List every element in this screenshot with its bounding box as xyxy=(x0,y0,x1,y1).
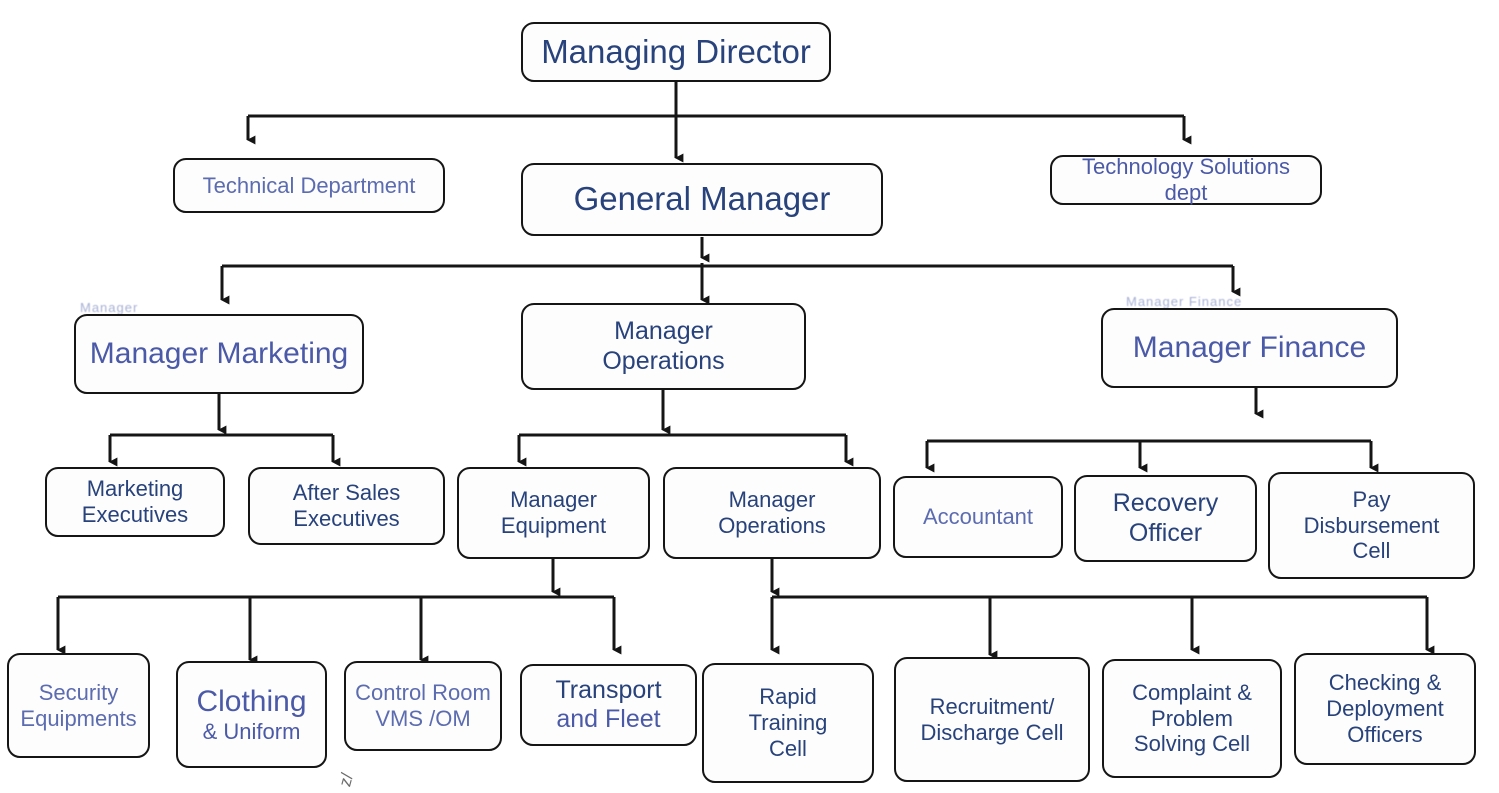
page-corner-mark: z/ xyxy=(335,771,358,789)
node-manager-marketing[interactable]: Manager Marketing xyxy=(74,314,364,394)
node-label-group: Transport and Fleet xyxy=(528,676,689,735)
node-label-line3: Solving Cell xyxy=(1133,731,1251,757)
node-label-line3: Cell xyxy=(1352,538,1391,564)
node-complaint-problem-solving-cell[interactable]: Complaint & Problem Solving Cell xyxy=(1102,659,1282,778)
node-label-group: Recruitment/ Discharge Cell xyxy=(902,694,1082,746)
node-label-line1: Manager xyxy=(510,487,597,513)
node-label-line1: Manager xyxy=(614,317,713,345)
node-label: Technical Department xyxy=(202,172,416,198)
node-label-line2: Problem xyxy=(1151,705,1233,731)
node-label-line1: Rapid xyxy=(759,684,817,710)
node-label: Accountant xyxy=(922,504,1034,530)
node-label: Technology Solutions dept xyxy=(1082,154,1290,205)
node-recovery-officer[interactable]: Recovery Officer xyxy=(1074,475,1257,562)
node-label-group: Recovery Officer xyxy=(1082,489,1249,548)
node-checking-deployment-officers[interactable]: Checking & Deployment Officers xyxy=(1294,653,1476,765)
node-clothing-uniform[interactable]: Clothing & Uniform xyxy=(176,661,327,768)
node-marketing-executives[interactable]: Marketing Executives xyxy=(45,467,225,537)
node-label-line3: Officers xyxy=(1347,721,1423,747)
node-manager-operations-l4[interactable]: Manager Operations xyxy=(663,467,881,559)
node-security-equipments[interactable]: Security Equipments xyxy=(7,653,150,758)
node-label-group: Manager Operations xyxy=(529,317,798,376)
node-label-group: Manager Operations xyxy=(671,487,873,539)
node-label: Managing Director xyxy=(541,32,811,70)
node-manager-operations-l3[interactable]: Manager Operations xyxy=(521,303,806,390)
node-after-sales-executives[interactable]: After Sales Executives xyxy=(248,467,445,545)
smudge-artifact-finance: Manager Finance xyxy=(1126,294,1243,308)
node-label-group: Rapid Training Cell xyxy=(710,684,866,762)
node-label-line1: Clothing xyxy=(196,684,307,718)
node-label-group: Pay Disbursement Cell xyxy=(1276,487,1467,565)
node-manager-finance[interactable]: Manager Finance xyxy=(1101,308,1398,388)
node-control-room[interactable]: Control Room VMS /OM xyxy=(344,661,502,751)
node-label: Manager Marketing xyxy=(89,337,349,371)
node-label-line1: Recruitment/ xyxy=(929,693,1055,719)
node-label-line1: Complaint & xyxy=(1132,679,1252,705)
node-label-line2: Discharge Cell xyxy=(920,719,1064,745)
smudge-artifact-marketing: Manager xyxy=(80,300,139,314)
node-label-line2: Operations xyxy=(602,346,725,375)
node-label-line2: Executives xyxy=(293,506,400,531)
node-label-group: Checking & Deployment Officers xyxy=(1302,670,1468,748)
node-label-line2: Disbursement xyxy=(1303,512,1440,538)
node-label-group: Marketing Executives xyxy=(53,476,217,528)
node-label-line2: Deployment xyxy=(1326,696,1444,722)
node-label-line1: Checking & xyxy=(1328,670,1442,696)
node-label-line1: Transport xyxy=(555,675,662,704)
node-label: Manager Finance xyxy=(1132,331,1367,365)
node-accountant[interactable]: Accountant xyxy=(893,476,1063,558)
node-label-group: Control Room VMS /OM xyxy=(352,680,494,732)
node-label-line1: Control Room xyxy=(355,680,491,706)
node-manager-equipment[interactable]: Manager Equipment xyxy=(457,467,650,559)
node-label-line2: & Uniform xyxy=(202,719,301,745)
node-label-group: Security Equipments xyxy=(15,680,142,732)
node-label-line1: Manager xyxy=(728,487,816,513)
node-label-group: Complaint & Problem Solving Cell xyxy=(1110,680,1274,758)
node-rapid-training-cell[interactable]: Rapid Training Cell xyxy=(702,663,874,783)
node-general-manager[interactable]: General Manager xyxy=(521,163,883,236)
node-label-line1: Pay xyxy=(1352,486,1391,512)
node-label-line2: Equipment xyxy=(500,513,607,538)
node-label-line2: Equipments xyxy=(20,705,137,731)
node-label-line2: Executives xyxy=(81,502,189,527)
node-label-line1: After Sales xyxy=(292,480,401,506)
node-transport-fleet[interactable]: Transport and Fleet xyxy=(520,664,697,746)
node-label-line2: VMS /OM xyxy=(375,706,471,731)
node-label-group: After Sales Executives xyxy=(256,480,437,532)
node-label-line1: Security xyxy=(38,679,119,705)
node-label-group: Manager Equipment xyxy=(465,487,642,539)
node-label-line1: Recovery xyxy=(1112,489,1219,517)
node-label: General Manager xyxy=(573,180,831,218)
node-label-line2: and Fleet xyxy=(556,705,661,733)
node-recruitment-discharge-cell[interactable]: Recruitment/ Discharge Cell xyxy=(894,657,1090,782)
node-label-line1: Marketing xyxy=(86,476,184,502)
node-label-group: Clothing & Uniform xyxy=(184,684,319,745)
node-technical-department[interactable]: Technical Department xyxy=(173,158,445,213)
node-label-line3: Cell xyxy=(769,735,807,761)
node-label-line2: Operations xyxy=(718,513,826,538)
node-label-line2: Officer xyxy=(1128,518,1203,547)
node-technology-solutions-dept[interactable]: Technology Solutions dept xyxy=(1050,154,1322,205)
node-managing-director[interactable]: Managing Director xyxy=(521,22,831,82)
node-label-line2: Training xyxy=(748,710,828,736)
node-pay-disbursement-cell[interactable]: Pay Disbursement Cell xyxy=(1268,472,1475,579)
